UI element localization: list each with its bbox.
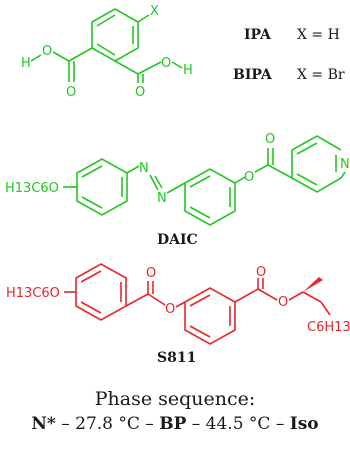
bipa-value: X = Br (297, 67, 345, 83)
s811-alkoxy-label: H13C6O (6, 286, 60, 301)
phase-iso: Iso (289, 414, 319, 434)
bipa-name: BIPA (233, 67, 273, 83)
s811-hexyl-label: C6H13 (307, 320, 350, 335)
daic-n-2: N (157, 191, 167, 206)
ipa-variant-table: IPA X = H BIPA X = Br (233, 27, 345, 83)
s811-structure (64, 263, 331, 345)
ipa-x-label: X (150, 4, 159, 19)
daic-o-carbonyl: O (265, 132, 275, 147)
s811-atom-labels: H13C6O O O O O C6H13 (6, 265, 350, 335)
ipa-h-right: H (183, 63, 193, 78)
ipa-o-left-1: O (42, 44, 52, 59)
ipa-atom-labels: X O H O O H O (21, 4, 193, 100)
daic-n-pyridine: N (340, 157, 350, 172)
phase-temp-1: 27.8 °C (75, 414, 140, 434)
phase-sep-1: – (61, 414, 70, 434)
ipa-value: X = H (297, 27, 340, 43)
s811-o-ester-2: O (278, 295, 288, 310)
phase-sequence: N* – 27.8 °C – BP – 44.5 °C – Iso (0, 414, 350, 434)
phase-n-star: N* (31, 414, 56, 434)
s811-name: S811 (157, 350, 196, 366)
daic-atom-labels: H13C6O N N O O N (5, 132, 350, 206)
daic-n-1: N (139, 161, 149, 176)
ipa-structure (30, 8, 183, 83)
ipa-o-right-2: O (135, 85, 145, 100)
phase-title: Phase sequence: (94, 388, 256, 410)
s811-o-ester-1: O (165, 302, 175, 317)
daic-name: DAIC (157, 232, 198, 248)
daic-structure (63, 135, 346, 226)
ipa-o-left-2: O (66, 85, 76, 100)
s811-o-carbonyl-2: O (256, 265, 266, 280)
ipa-name: IPA (244, 27, 272, 43)
phase-bp: BP (159, 414, 187, 434)
phase-sep-3: – (191, 414, 201, 434)
phase-temp-2: 44.5 °C (205, 414, 271, 434)
daic-o-ester: O (244, 170, 254, 185)
phase-sep-4: – (275, 414, 285, 434)
ipa-h-left: H (21, 56, 31, 71)
daic-alkoxy-label: H13C6O (5, 181, 59, 196)
ipa-o-right-1: O (161, 56, 171, 71)
phase-sep-2: – (145, 414, 154, 434)
s811-o-carbonyl-1: O (146, 266, 156, 281)
s811-wedge-bond (303, 277, 323, 292)
